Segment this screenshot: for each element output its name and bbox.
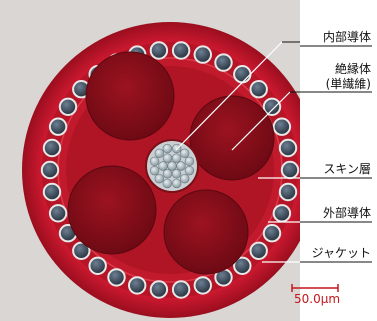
inner-wire <box>163 179 172 188</box>
outer-wire <box>90 258 106 274</box>
outer-wire <box>264 99 280 115</box>
outer-wire <box>280 184 296 200</box>
outer-wire <box>215 54 231 70</box>
inner-wire <box>180 149 189 158</box>
inner-wire <box>150 166 159 175</box>
scale-bar-label: 50.0μm <box>294 292 340 306</box>
inner-wire <box>172 154 181 163</box>
inner-wire <box>150 157 159 166</box>
label-jacket: ジャケット <box>312 246 371 261</box>
outer-wire <box>274 119 290 135</box>
inner-wire <box>177 162 186 171</box>
outer-wire <box>234 66 250 82</box>
outer-wire <box>280 140 296 156</box>
inner-wire <box>180 174 189 183</box>
outer-wire <box>129 277 145 293</box>
inner-wire <box>163 144 172 153</box>
outer-wire <box>50 119 66 135</box>
inner-wire <box>172 169 181 178</box>
outer-wire <box>50 205 66 221</box>
outer-wire <box>108 269 124 285</box>
outer-wire <box>264 225 280 241</box>
cable-cross-section-photo <box>0 0 300 321</box>
label-outer-conductor: 外部導体 <box>323 206 371 221</box>
outer-wire <box>173 281 189 297</box>
outer-wire <box>195 277 211 293</box>
inner-wire <box>185 157 194 166</box>
outer-wire <box>195 46 211 62</box>
label-insulator: 絶縁体 <box>335 62 371 77</box>
inner-wire <box>163 169 172 178</box>
inner-wire <box>163 154 172 163</box>
inner-wire <box>159 162 168 171</box>
inner-wire <box>155 149 164 158</box>
outer-wire <box>42 162 58 178</box>
inner-wire <box>185 166 194 175</box>
outer-wire <box>44 140 60 156</box>
label-inner-conductor: 内部導体 <box>323 30 371 45</box>
label-skin-layer: スキン層 <box>323 162 371 177</box>
cable-cross-section-image <box>0 0 300 321</box>
outer-wire <box>173 42 189 58</box>
outer-wire <box>44 184 60 200</box>
inner-wire <box>168 162 177 171</box>
inner-wire <box>155 174 164 183</box>
outer-wire <box>282 162 298 178</box>
outer-wire <box>251 243 267 259</box>
label-insulator-subtitle: (単繊維) <box>326 77 371 92</box>
outer-wire <box>274 205 290 221</box>
outer-wire <box>60 99 76 115</box>
outer-wire <box>151 42 167 58</box>
outer-wire <box>251 81 267 97</box>
outer-wire <box>151 281 167 297</box>
inner-wire <box>172 179 181 188</box>
